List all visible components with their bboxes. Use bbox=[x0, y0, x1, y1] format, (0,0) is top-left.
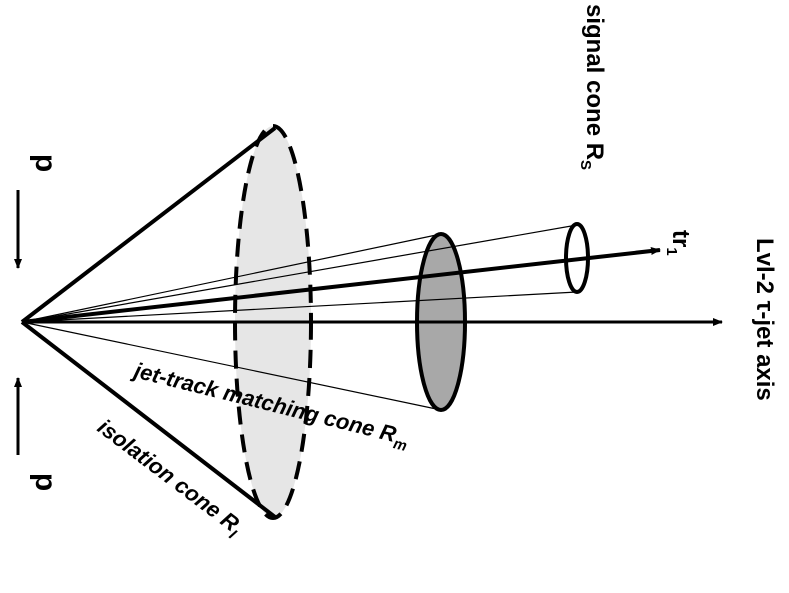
leading-track-arrow bbox=[21, 247, 661, 324]
track-label-sub: 1 bbox=[663, 247, 680, 255]
isolation-cone-edge-top bbox=[20, 126, 277, 324]
isolation-cone-edge-bottom bbox=[20, 320, 277, 519]
matching-cone-label-sub: m bbox=[392, 435, 409, 455]
beam-label-top: p bbox=[29, 154, 62, 172]
matching-cone-edge-bottom bbox=[21, 321, 442, 411]
track-label-main: tr bbox=[667, 230, 694, 247]
signal-cone-label-sub: S bbox=[577, 160, 594, 170]
axis-label: Lvl-2 τ-jet axis bbox=[751, 238, 778, 401]
signal-cone-label: signal cone RS bbox=[577, 4, 608, 170]
track-label: tr1 bbox=[663, 230, 694, 256]
signal-cone-label-main: signal cone R bbox=[581, 4, 608, 160]
matching-cone-edge-top bbox=[21, 233, 442, 323]
signal-cone-edge-bottom bbox=[21, 291, 578, 323]
signal-cone-edge-top bbox=[21, 224, 578, 323]
beam-label-bottom: p bbox=[29, 473, 62, 491]
